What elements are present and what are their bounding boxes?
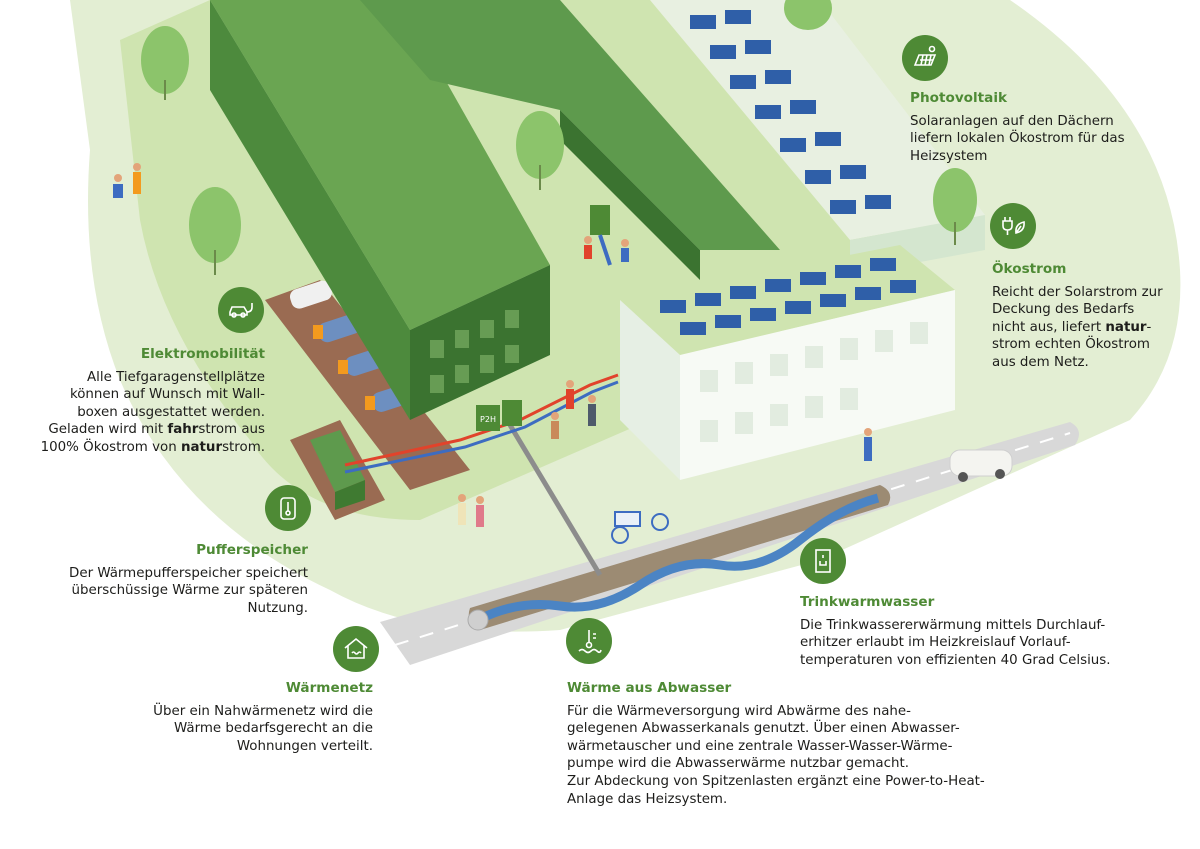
text-segment: strom. xyxy=(222,439,265,455)
callout-title: Wärmenetz xyxy=(285,680,373,696)
callout-oekostrom: Ökostrom Reicht der Solarstrom zur Decku… xyxy=(992,261,1187,372)
callout-title: Pufferspeicher xyxy=(196,542,308,558)
solar-panels-row xyxy=(690,10,891,214)
connection-pipe xyxy=(507,423,603,577)
street-car xyxy=(949,449,1013,482)
tree-trunks xyxy=(164,80,956,275)
solar-panel-icon xyxy=(902,35,948,81)
text-segment: Reicht der Solarstrom zur Deckung des Be… xyxy=(992,284,1163,335)
callout-trinkwarmwasser: Trinkwarmwasser Die Trinkwassererwärmung… xyxy=(800,594,1130,669)
callout-title: Elektromobilität xyxy=(140,346,265,362)
white-building-windows xyxy=(700,322,928,442)
text-segment: Alle Tiefgaragenstellplätze können auf W… xyxy=(48,369,265,438)
green-building xyxy=(210,0,780,420)
callout-title: Photovoltaik xyxy=(910,90,1008,106)
brand-word: natur xyxy=(180,439,223,455)
heat-network-house-icon xyxy=(333,626,379,672)
brand-word: natur xyxy=(1105,319,1147,335)
callout-text: Reicht der Solarstrom zur Deckung des Be… xyxy=(992,284,1187,372)
trees xyxy=(141,0,977,263)
cargo-bike xyxy=(611,511,669,544)
sewage-heat-icon xyxy=(566,618,612,664)
callout-title: Wärme aus Abwasser xyxy=(567,680,732,696)
solar-panels-white-roof xyxy=(660,258,916,335)
plug-leaf-icon xyxy=(990,203,1036,249)
callout-text: Der Wärmepufferspeicher speichert übersc… xyxy=(69,565,308,616)
cold-pipe xyxy=(344,380,619,474)
green-building-windows xyxy=(430,310,519,393)
callout-title: Ökostrom xyxy=(992,261,1067,277)
sewer-pipe-end xyxy=(467,609,489,631)
p2h-unit: P2H xyxy=(476,400,522,431)
people xyxy=(113,163,872,527)
thermometer-tank-icon xyxy=(265,485,311,531)
brand-word: fahr xyxy=(167,422,199,438)
text-segment: strom aus 100% Ökostrom von xyxy=(40,422,265,455)
callout-pufferspeicher: Pufferspeicher Der Wärmepufferspeicher s… xyxy=(15,542,308,617)
callout-waermenetz: Wärmenetz Über ein Nahwärmenetz wird die… xyxy=(100,680,373,755)
buffer-tank xyxy=(310,430,365,510)
callout-abwasser: Wärme aus Abwasser Für die Wärmeversorgu… xyxy=(567,680,997,808)
callout-title: Trinkwarmwasser xyxy=(800,594,935,610)
electric-car-icon xyxy=(218,287,264,333)
callout-elektromobilitaet: Elektromobilität Alle Tiefgaragenstellpl… xyxy=(20,346,265,457)
callout-text: Solaranlagen auf den Dächern liefern lok… xyxy=(910,113,1125,164)
callout-text: Für die Wärmeversorgung wird Abwärme des… xyxy=(567,703,985,807)
p2h-label: P2H xyxy=(480,415,496,424)
sewer-channel xyxy=(468,485,891,630)
callout-text: Über ein Nahwärmenetz wird die Wärme bed… xyxy=(153,703,373,754)
callout-text: Alle Tiefgaragenstellplätze können auf W… xyxy=(20,369,265,457)
playground xyxy=(590,205,612,266)
sewer-water xyxy=(480,493,880,623)
text-segment: - strom echten Ökostrom aus dem Netz. xyxy=(992,319,1152,370)
callout-text: Die Trinkwassererwärmung mittels Durchla… xyxy=(800,617,1111,668)
callout-photovoltaik: Photovoltaik Solaranlagen auf den Dächer… xyxy=(910,90,1170,165)
water-heater-icon xyxy=(800,538,846,584)
